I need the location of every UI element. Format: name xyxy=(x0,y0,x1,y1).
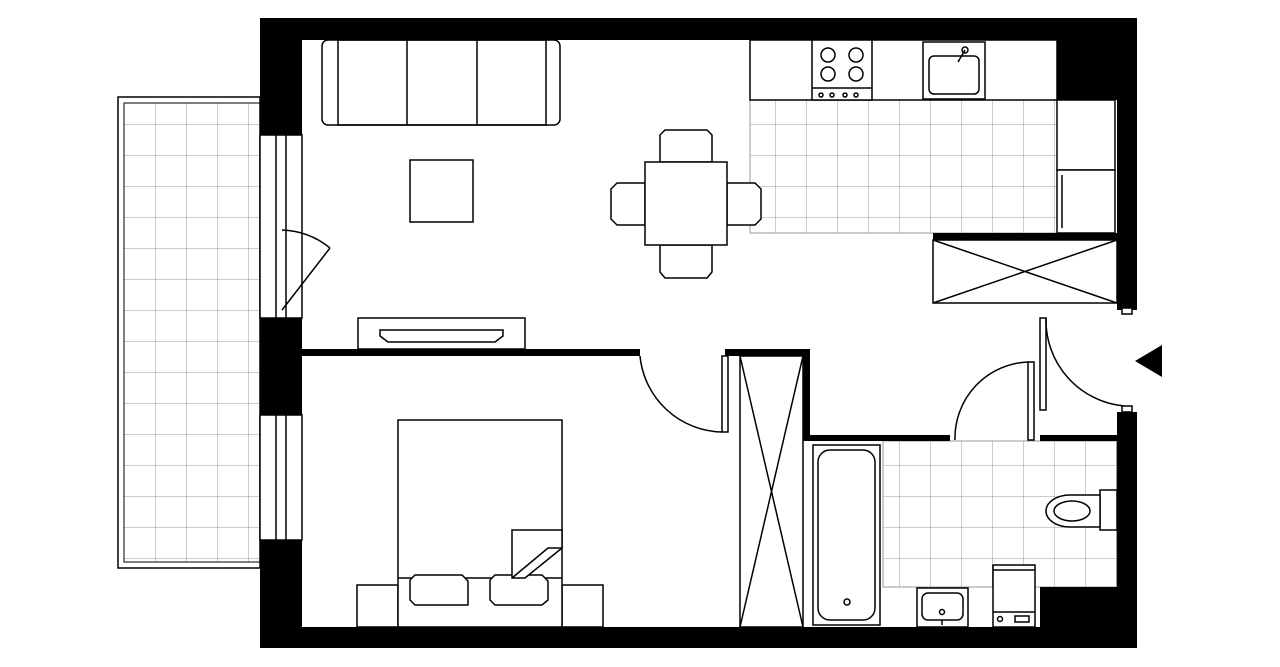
washing-machine-icon xyxy=(992,564,1036,628)
balcony-door xyxy=(281,229,331,311)
window-bedroom xyxy=(259,414,303,541)
bathtub xyxy=(812,444,881,626)
window-living xyxy=(259,134,303,319)
bed xyxy=(356,419,604,628)
bathroom-sink-icon xyxy=(916,587,969,628)
stove-icon xyxy=(811,39,873,101)
outer-walls xyxy=(260,18,1137,648)
tv-unit xyxy=(357,317,526,350)
hall-closet xyxy=(932,239,1118,304)
bedroom-door xyxy=(639,355,729,433)
entry-door xyxy=(1039,307,1133,413)
fridge xyxy=(1056,99,1116,234)
kitchen-counter xyxy=(749,39,1058,101)
kitchen-sink-icon xyxy=(922,41,986,100)
kitchen-tiles xyxy=(749,99,1058,234)
coffee-table xyxy=(409,159,474,223)
bedroom-wardrobe xyxy=(739,355,804,628)
toilet-icon xyxy=(1045,489,1118,531)
interior-walls xyxy=(302,233,1117,441)
dining-set xyxy=(610,129,762,279)
bathroom-door xyxy=(954,361,1035,441)
balcony xyxy=(117,96,261,569)
entry-arrow-icon xyxy=(1135,345,1162,377)
sofa xyxy=(321,39,561,126)
